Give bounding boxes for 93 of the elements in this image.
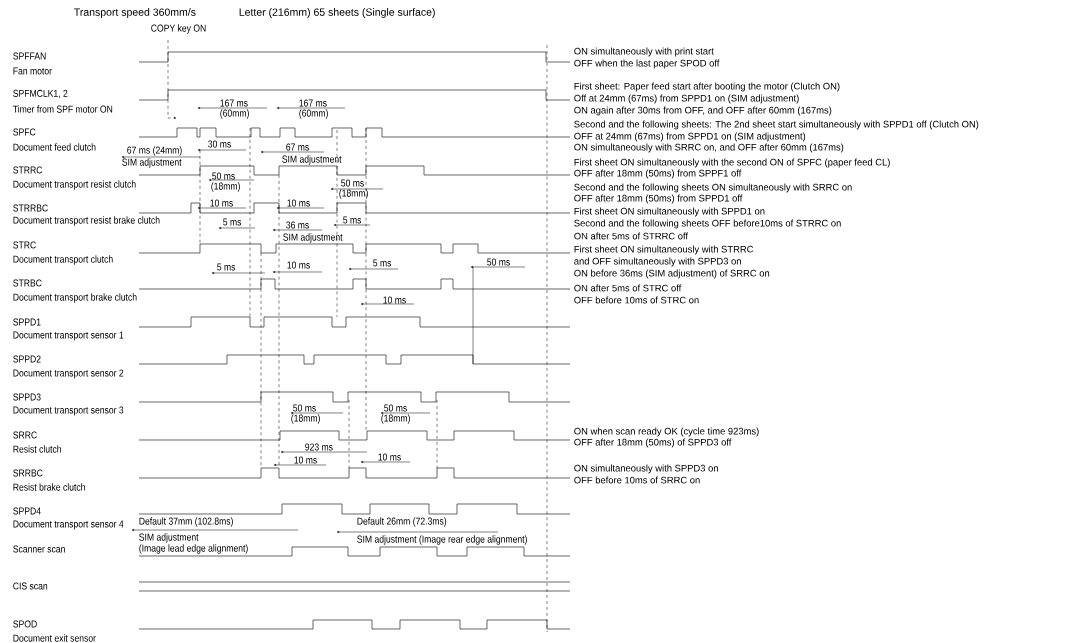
signal-name: Resist brake clutch (13, 483, 85, 491)
timing-annotation: (18mm) (339, 189, 368, 199)
signal-name: Document feed clutch (13, 143, 96, 151)
note-text: OFF when the last paper SPOD off (574, 59, 720, 69)
note-text: First sheet ON simultaneously with STRRC (574, 245, 754, 255)
timing-annotation: 10 ms (210, 199, 233, 207)
timing-annotation: 10 ms (383, 296, 406, 304)
timing-annotation: SIM adjustment (122, 158, 182, 168)
signal-name: Fan motor (13, 67, 52, 75)
signal-name: SPPD2 (13, 355, 41, 363)
signal-name: SPFMCLK1, 2 (13, 89, 68, 99)
signal-name: SPPD3 (13, 393, 41, 401)
timing-annotation: 50 ms (293, 404, 316, 412)
note-text: First sheet ON simultaneously with SPPD1 on (574, 207, 765, 217)
timing-annotation: Default 37mm (102.8ms) (139, 517, 233, 527)
timing-annotation: 5 ms (223, 218, 242, 226)
signal-name: SPPD1 (13, 318, 41, 326)
timing-annotation: 923 ms (305, 443, 333, 451)
timing-annotation: SIM adjustment (139, 533, 199, 543)
note-text: OFF at 24mm (67ms) from SPPD1 on (SIM adjustment) (574, 132, 806, 142)
timing-annotation: Default 26mm (72.3ms) (357, 517, 447, 527)
signal-name: STRRC (13, 166, 43, 174)
signal-name: SRRC (13, 431, 37, 439)
signal-name: STRBC (13, 279, 42, 287)
timing-annotation: SIM adjustment (282, 155, 342, 165)
note-text: ON after 5ms of STRC off (574, 284, 682, 292)
note-text: Off at 24mm (67ms) from SPPD1 on (SIM adjustment) (574, 94, 799, 104)
signal-name: Document transport resist brake clutch (13, 216, 160, 226)
note-text: ON before 36ms (SIM adjustment) of SRRC on (574, 269, 770, 279)
timing-annotation: SIM adjustment (Image rear edge alignment) (357, 535, 527, 545)
signal-name: STRC (13, 241, 36, 249)
heading-text: Letter (216mm) 65 sheets (Single surface) (239, 8, 435, 18)
note-text: Second and the following sheets ON simultaneously with SRRC on (574, 183, 852, 193)
timing-annotation: 167 ms (299, 99, 327, 107)
signal-name: SRRBC (13, 469, 43, 477)
note-text: OFF after 18mm (50ms) from SPPF1 off (574, 169, 742, 179)
note-text: OFF after 18mm (50ms) of SPPD3 off (574, 438, 732, 448)
signal-name: Document transport sensor 2 (13, 369, 124, 379)
timing-annotation: (60mm) (220, 109, 249, 119)
signal-name: Document transport sensor 3 (13, 406, 124, 416)
timing-annotation: 5 ms (217, 263, 236, 271)
timing-annotation: (18mm) (211, 182, 240, 192)
signal-name: Timer from SPF motor ON (13, 105, 113, 113)
timing-annotation: 10 ms (294, 456, 317, 464)
signal-name: SPFC (13, 128, 36, 136)
timing-annotation: 5 ms (373, 259, 392, 267)
note-text: OFF before 10ms of SRRC on (574, 476, 700, 484)
note-text: and OFF simultaneously with SPPD3 on (574, 257, 741, 267)
timing-annotation: 50 ms (212, 172, 235, 180)
timing-annotation: (18mm) (381, 414, 410, 424)
signal-name: SPOD (13, 620, 37, 628)
signal-name: SPPD4 (13, 507, 41, 515)
note-text: ON after 5ms of STRRC off (574, 232, 689, 240)
note-text: ON when scan ready OK (cycle time 923ms) (574, 427, 759, 437)
signal-name: Document transport resist clutch (13, 180, 136, 190)
note-text: ON simultaneously with SPPD3 on (574, 464, 718, 474)
timing-annotation: (Image lead edge alignment) (139, 544, 248, 554)
signal-name: Document transport sensor 4 (13, 520, 124, 530)
note-text: ON simultaneously with print start (574, 47, 714, 57)
timing-annotation: 36 ms (286, 221, 309, 229)
signal-name: Resist clutch (13, 445, 61, 453)
signal-name: Document transport clutch (13, 255, 113, 265)
signal-name: Document transport sensor 1 (13, 331, 124, 341)
marker-label: COPY key ON (151, 24, 206, 34)
signal-name: CIS scan (13, 582, 48, 590)
signal-name: Scanner scan (13, 545, 65, 553)
note-text: First sheet ON simultaneously with the second ON of SPFC (paper feed CL) (574, 158, 890, 168)
note-text: ON simultaneously with SRRC on, and OFF after 60mm (167ms) (574, 143, 844, 153)
timing-annotation: 67 ms (24mm) (127, 146, 182, 156)
note-text: OFF before 10ms of STRC on (574, 296, 699, 304)
signal-name: SPFFAN (13, 52, 46, 60)
note-text: ON again after 30ms from OFF, and OFF after 60mm (167ms) (574, 106, 832, 116)
timing-annotation: 30 ms (208, 140, 231, 148)
signal-name: Document exit sensor (13, 634, 96, 642)
timing-annotation: 10 ms (287, 199, 310, 207)
note-text: OFF after 18mm (50ms) from SPPD1 off (574, 194, 743, 204)
timing-annotation: 67 ms (286, 143, 309, 151)
timing-annotation: 5 ms (343, 216, 362, 224)
timing-annotation: SIM adjustment (283, 233, 343, 243)
timing-annotation: 50 ms (487, 258, 510, 266)
note-text: Second and the following sheets: The 2nd sheet start simultaneously with SPPD1 off (Clutch ON) (574, 120, 979, 130)
signal-name: Document transport brake clutch (13, 293, 137, 303)
timing-annotation: 10 ms (378, 453, 401, 461)
timing-annotation: 10 ms (287, 261, 310, 269)
heading-text: Transport speed 360mm/s (74, 8, 196, 18)
signal-name: STRRBC (13, 204, 48, 212)
note-text: Second and the following sheets OFF before10ms of STRRC on (574, 219, 841, 229)
timing-annotation: 167 ms (220, 99, 248, 107)
timing-annotation: 50 ms (341, 179, 364, 187)
note-text: First sheet: Paper feed start after booting the motor (Clutch ON) (574, 82, 840, 92)
timing-annotation: (18mm) (291, 414, 320, 424)
timing-annotation: 50 ms (384, 404, 407, 412)
timing-annotation: (60mm) (299, 109, 328, 119)
